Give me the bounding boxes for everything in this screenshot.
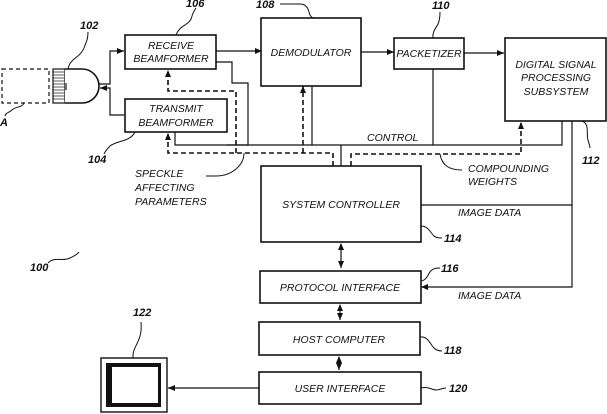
host-computer-ref: 118 [444, 345, 462, 357]
target-region [2, 69, 49, 103]
user-interface-ref: 120 [449, 383, 468, 395]
demodulator-ref: 108 [256, 0, 275, 11]
system-controller-ref: 114 [444, 233, 462, 245]
speckle-label-3: PARAMETERS [135, 196, 207, 208]
transducer-ref: 102 [80, 20, 98, 32]
image-data-label-1: IMAGE DATA [458, 207, 521, 219]
transmit-beamformer-ref: 104 [88, 154, 106, 166]
speckle-to-transmit-line [168, 133, 333, 166]
demodulator-leader [280, 4, 314, 18]
dsp-leader [582, 121, 590, 148]
protocol-interface-leader [421, 268, 440, 281]
speckle-label-1: SPECKLE [135, 168, 184, 180]
target-leader [5, 103, 24, 116]
compounding-label-2: WEIGHTS [468, 176, 517, 188]
control-to-dsp-line [330, 121, 562, 145]
receive-beamformer-label-1: RECEIVE [148, 40, 195, 52]
host-computer-leader [420, 337, 442, 351]
protocol-interface-ref: 116 [441, 263, 459, 275]
transducer-leader [68, 32, 88, 69]
control-label: CONTROL [367, 132, 418, 144]
dsp-label-2: PROCESSING [521, 72, 591, 84]
packetizer-leader [433, 12, 440, 38]
dsp-label-3: SUBSYSTEM [524, 86, 589, 98]
display-monitor [101, 358, 167, 412]
dsp-ref: 112 [582, 155, 600, 167]
packetizer-label: PACKETIZER [396, 48, 462, 60]
speckle-label-2: AFFECTING [134, 182, 195, 194]
figure-ref: 100 [30, 262, 49, 274]
transducer-to-receive-line [99, 51, 124, 84]
transmit-beamformer-label-2: BEAMFORMER [138, 117, 214, 129]
transmit-beamformer-label-1: TRANSMIT [149, 103, 204, 115]
receive-beamformer-leader [176, 8, 196, 35]
packetizer-ref: 110 [432, 0, 450, 12]
figure-leader [48, 252, 79, 263]
compounding-label-1: COMPOUNDING [468, 163, 549, 175]
system-controller-label: SYSTEM CONTROLLER [282, 199, 400, 211]
host-computer-label: HOST COMPUTER [293, 334, 386, 346]
dsp-label-1: DIGITAL SIGNAL [515, 59, 596, 71]
compounding-leader [440, 154, 462, 170]
user-interface-label: USER INTERFACE [295, 383, 387, 395]
speckle-leader [206, 153, 244, 176]
transmit-beamformer-leader [104, 132, 135, 154]
display-ref: 122 [133, 307, 151, 319]
display-leader [133, 322, 141, 358]
transducer-probe [53, 69, 99, 103]
receive-beamformer-ref: 106 [186, 0, 205, 10]
protocol-interface-label: PROTOCOL INTERFACE [280, 282, 401, 294]
demodulator-label: DEMODULATOR [271, 47, 352, 59]
compounding-weights-line [351, 122, 521, 166]
user-interface-leader [421, 387, 446, 390]
system-controller-leader [421, 226, 442, 238]
transmit-to-transducer-line [100, 88, 124, 115]
receive-beamformer-label-2: BEAMFORMER [133, 53, 209, 65]
target-label: A [0, 117, 8, 129]
image-data-label-2: IMAGE DATA [458, 290, 521, 302]
